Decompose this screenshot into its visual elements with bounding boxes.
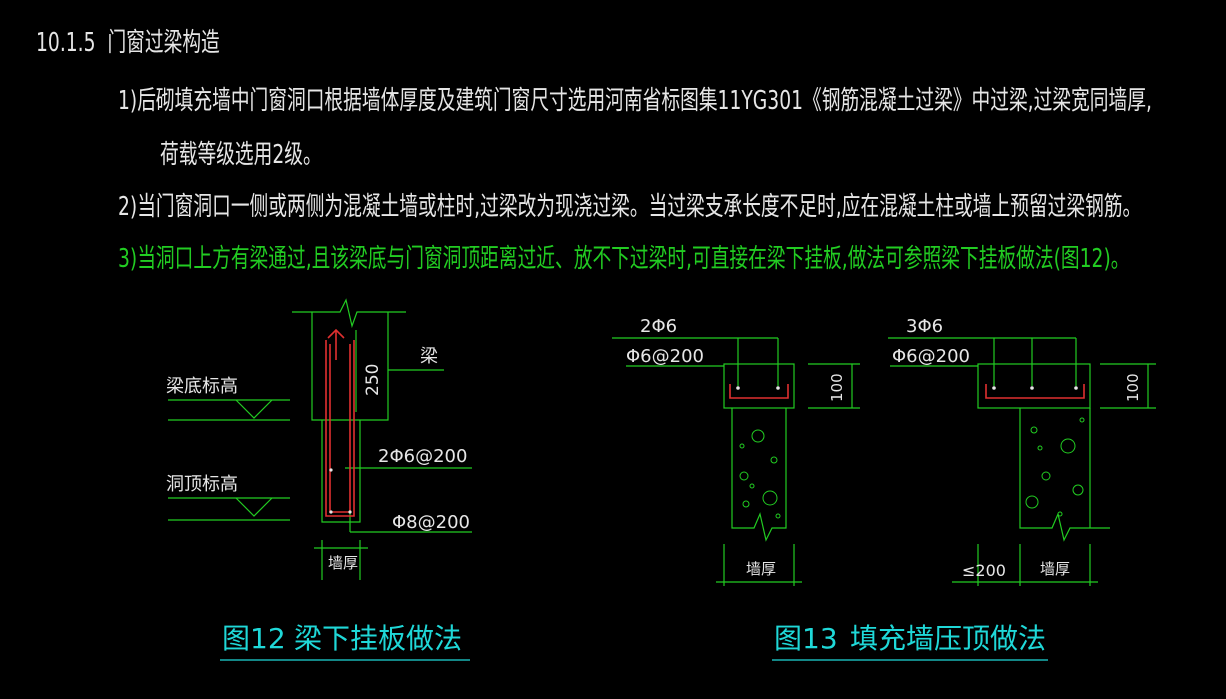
section-heading: 10.1.5 门窗过梁构造 — [36, 22, 220, 59]
fig13-right-rebar-long: 3Φ6 — [906, 316, 943, 337]
paragraph-1-line-2: 荷载等级选用2级。 — [160, 140, 322, 170]
fig12-label-beam-bottom: 梁底标高 — [166, 376, 238, 397]
fig12-label-opening-top: 洞顶标高 — [166, 474, 238, 495]
fig13-left-dim: 100 — [828, 373, 846, 402]
fig12-caption-num: 图12 — [222, 622, 286, 655]
fig13-right-rebar-dot — [1074, 386, 1078, 390]
fig12-drawing — [168, 298, 472, 580]
fig12-rebar-dot — [348, 510, 352, 514]
fig12-dim-250: 250 — [363, 364, 383, 396]
fig13-caption-num: 图13 — [774, 622, 838, 655]
fig12-rebar-dot — [329, 468, 333, 472]
fig13-left-rebar-dot — [776, 386, 780, 390]
fig13-left-wall: 墙厚 — [746, 560, 776, 578]
fig13-left-rebar-long: 2Φ6 — [640, 316, 677, 337]
fig13-right-rebar-stirrup: Φ6@200 — [892, 346, 970, 367]
fig12-caption-title: 梁下挂板做法 — [294, 622, 462, 655]
fig13-right-limit: ≤200 — [962, 561, 1006, 580]
fig12-label-beam: 梁 — [420, 346, 438, 367]
fig12-rebar — [325, 328, 355, 517]
fig12-rebar-1: 2Φ6@200 — [378, 446, 467, 467]
fig13-caption-title: 填充墙压顶做法 — [850, 622, 1046, 655]
fig13-right-rebar — [985, 384, 1085, 399]
fig13-right-drawing — [888, 337, 1156, 586]
fig13-left-drawing — [612, 337, 860, 586]
fig13-right-concrete — [1025, 417, 1085, 517]
fig13-right-wall: 墙厚 — [1040, 560, 1070, 578]
fig13-left-rebar-dot — [736, 386, 740, 390]
paragraph-1-line-1: 1)后砌填充墙中门窗洞口根据墙体厚度及建筑门窗尺寸选用河南省标图集11YG301… — [118, 86, 1152, 116]
fig13-right-rebar-dot — [1030, 386, 1034, 390]
fig12-rebar-2: Φ8@200 — [392, 512, 470, 533]
fig13-left-concrete — [739, 429, 781, 519]
section-title: 门窗过梁构造 — [107, 28, 220, 58]
fig13-right-dim: 100 — [1124, 373, 1142, 402]
paragraph-2: 2)当门窗洞口一侧或两侧为混凝土墙或柱时,过梁改为现浇过梁。当过梁支承长度不足时… — [118, 192, 1142, 222]
fig12-rebar-dot — [329, 510, 333, 514]
fig13-left-rebar-stirrup: Φ6@200 — [626, 346, 704, 367]
paragraph-3: 3)当洞口上方有梁通过,且该梁底与门窗洞顶距离过近、放不下过梁时,可直接在梁下挂… — [118, 244, 1130, 274]
section-number: 10.1.5 — [36, 28, 96, 58]
fig12-wall-thickness: 墙厚 — [328, 554, 358, 572]
fig13-right-rebar-dot — [992, 386, 996, 390]
fig13-left-rebar — [729, 384, 789, 399]
